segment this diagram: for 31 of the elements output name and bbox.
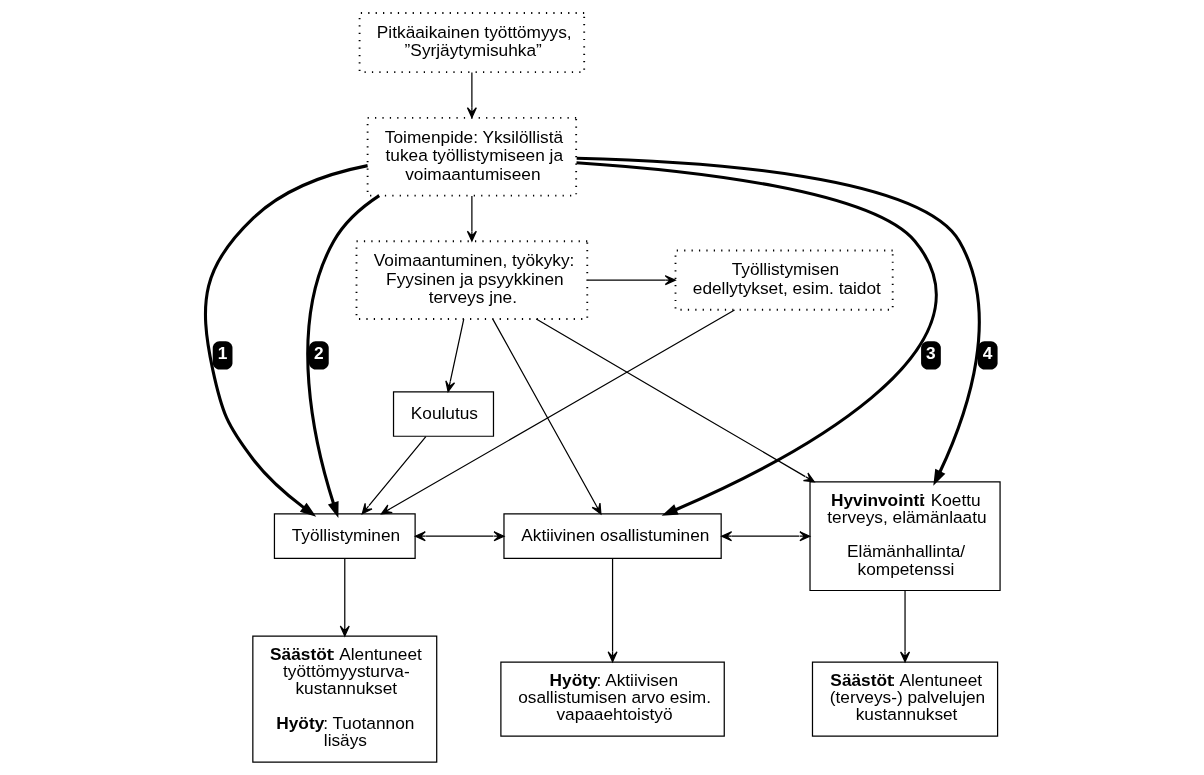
- arrow: [575, 161, 937, 516]
- arrow: [491, 318, 601, 515]
- arrow: [607, 558, 618, 663]
- node-box: Hyöty: Aktiivisen osallistumisen arvo esim. vapaaehtoistyö: [499, 661, 725, 737]
- node-box: Työllistyminen: [273, 513, 416, 560]
- edge-label: 1: [217, 343, 227, 364]
- node-box: Voimaantuminen, työkyky: Fyysinen ja psyykkinen terveys jne.: [355, 240, 588, 320]
- arrow: [466, 195, 477, 242]
- arrow: [535, 318, 815, 483]
- edge-label: 2: [313, 343, 324, 364]
- arrow: [414, 531, 505, 542]
- node-box: Hyvinvointi: Koettu terveys, elämänlaatu Elämänhallinta/ kompetenssi: [808, 481, 1001, 592]
- arrow: [361, 436, 426, 515]
- arrow: [466, 71, 477, 119]
- node-box: Koulutus: [392, 391, 494, 437]
- arrow: [720, 531, 810, 542]
- node-box: Aktiivinen osallistuminen: [502, 513, 722, 560]
- node-box: Säästöt: Alentuneet (terveys-) palvelujen kustannukset: [811, 661, 998, 737]
- edge-label: 4: [982, 343, 992, 364]
- arrow: [444, 318, 464, 393]
- arrow: [576, 156, 981, 486]
- node-box: Työllistymisen edellytykset, esim. taidot: [674, 249, 894, 311]
- node-box: Pitkäaikainen työttömyys, ”Syrjäytymisuhka”: [358, 12, 585, 74]
- arrow: [899, 590, 910, 663]
- edge-label: 3: [925, 343, 936, 364]
- arrow: [203, 164, 368, 517]
- arrow: [339, 558, 350, 637]
- arrow: [586, 275, 676, 286]
- node-box: Säästöt: Alentuneet työttömyysturva- kustannukset Hyöty: Tuotannon lisäys: [251, 635, 437, 763]
- node-box: Toimenpide: Yksilöllistä tukea työllistymiseen ja voimaantumiseen: [366, 116, 577, 197]
- arrow: [380, 309, 735, 515]
